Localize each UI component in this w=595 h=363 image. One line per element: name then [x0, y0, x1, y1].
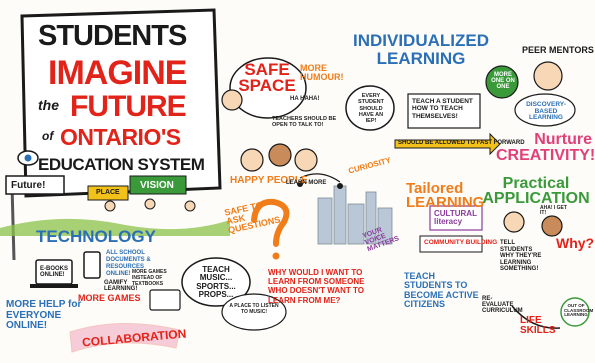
fast-forward-arrow: [394, 132, 501, 156]
safe-space-heading: SAFE SPACE: [238, 60, 296, 96]
title-frame: [20, 8, 222, 198]
title-line-students: STUDENTS: [38, 20, 187, 52]
future-sign: [5, 175, 65, 195]
community-building-label: COMMUNITY BUILDING: [424, 239, 498, 246]
resources-online-label: ALL SCHOOL DOCUMENTS & RESOURCES ONLINE!: [106, 250, 151, 277]
nurture-creativity-label: Nurture CREATIVITY!: [496, 131, 595, 164]
music-bubble: [181, 257, 251, 307]
out-of-classroom-label: OUT OF CLASSROOM LEARNING: [564, 303, 594, 317]
happy-people-label: HAPPY PEOPLE: [230, 175, 308, 186]
active-citizens-label: TEACH STUDENTS TO BECOME ACTIVE CITIZENS: [404, 271, 479, 310]
re-evaluate-label: RE-EVALUATE CURRICULUM: [482, 296, 523, 314]
why-label: Why?: [556, 235, 595, 251]
teach-box: [407, 93, 481, 129]
iep-bubble: [345, 85, 395, 131]
question-mark-shape: [251, 198, 290, 247]
face-icon: [268, 143, 292, 167]
vision-sign-label: VISION: [140, 180, 174, 191]
city-skyline: [317, 185, 393, 245]
title-line-education: EDUCATION SYSTEM: [38, 155, 205, 174]
person-icon: [104, 200, 116, 212]
title-line-the: the: [38, 97, 59, 113]
student-face-icon: [541, 215, 563, 237]
laptop-base: [30, 284, 78, 288]
cultural-literacy-label: CULTURAL literacy: [434, 209, 477, 226]
mentor-face-icon: [533, 61, 563, 91]
teach-themselves-label: TEACH A STUDENT HOW TO TEACH THEMSELVES!: [412, 98, 473, 120]
classroom-circle: [560, 297, 590, 327]
practical-heading: Practical APPLICATION: [482, 175, 590, 208]
aha-label: AHA! I GET IT!: [540, 205, 567, 216]
title-line-future: FUTURE: [70, 90, 187, 123]
ha-label: HA HAHA!: [290, 96, 320, 102]
person-icon: [144, 198, 156, 210]
tell-students-label: TELL STUDENTS WHY THEY'RE LEARNING SOMET…: [500, 240, 542, 273]
gamify-label: GAMIFY LEARNING!: [104, 280, 138, 292]
question-dot: [272, 252, 280, 260]
grass-strip: [0, 218, 230, 236]
tablet-icon: [149, 289, 181, 311]
discovery-label: DISCOVERY-BASED LEARNING: [526, 101, 566, 121]
place-sign-label: PLACE: [96, 189, 120, 196]
music-note-icon: [337, 183, 343, 189]
iep-label: EVERY STUDENT SHOULD HAVE AN IEP!: [358, 93, 384, 125]
music-notes: [299, 173, 341, 183]
signpost-pole: [10, 184, 16, 261]
future-sign-label: Future!: [11, 180, 46, 191]
face-icon: [294, 148, 318, 172]
technology-heading: TECHNOLOGY: [36, 227, 156, 246]
discovery-bubble: [514, 93, 576, 127]
games-instead-label: MORE GAMES INSTEAD OF TEXTBOOKS: [132, 269, 167, 287]
music-note-icon: [297, 181, 303, 187]
eye-pupil: [24, 154, 32, 162]
ebooks-label: E-BOOKS ONLINE!: [40, 266, 69, 278]
more-games-label: MORE GAMES: [78, 293, 141, 303]
face-icon: [240, 148, 264, 172]
phone-icon: [83, 251, 101, 279]
fast-forward-label: SHOULD BE ALLOWED TO FAST FORWARD: [398, 140, 525, 146]
listen-bubble: [221, 293, 287, 331]
place-sign: [87, 185, 129, 201]
vision-sign: [129, 175, 187, 195]
person-icon: [184, 200, 196, 212]
more-help-label: MORE HELP for EVERYONE ONLINE!: [6, 299, 82, 331]
tailored-heading: Tailored LEARNING: [406, 180, 485, 212]
life-skills-label: LIFE SKILLS: [520, 315, 556, 336]
teach-music-label: TEACH MUSIC... SPORTS... PROPS...: [196, 265, 236, 300]
title-line-of: of: [42, 129, 54, 143]
community-box: [419, 235, 483, 253]
more-humour-label: MORE HUMOUR!: [300, 63, 344, 82]
life-skills-arrow: [511, 305, 561, 329]
title-line-imagine: IMAGINE: [48, 54, 187, 92]
face-icon: [221, 89, 243, 111]
learn-more-label: LEARN MORE: [286, 180, 327, 186]
one-on-one-circle: [485, 65, 519, 99]
one-on-one-label: MORE ONE ON ONE: [491, 72, 515, 90]
collaboration-ribbon: [69, 322, 181, 353]
listen-music-label: A PLACE TO LISTEN TO MUSIC!: [229, 303, 279, 315]
safe-space-bubble: [229, 57, 307, 119]
title-line-ontarios: ONTARIO'S: [60, 124, 181, 150]
teachers-open-label: TEACHERS SHOULD BE OPEN TO TALK TO!: [272, 116, 337, 129]
peer-mentors-label: PEER MENTORS: [522, 45, 594, 55]
individualized-heading: INDIVIDUALIZED LEARNING: [353, 31, 489, 68]
cultural-box: [429, 205, 483, 231]
why-learn-label: WHY WOULD I WANT TO LEARN FROM SOMEONE W…: [268, 268, 365, 305]
student-face-icon: [503, 211, 525, 233]
